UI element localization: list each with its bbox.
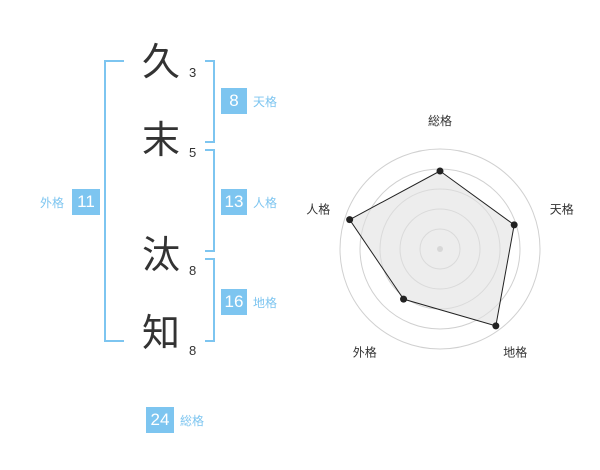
radar-point (436, 167, 444, 175)
gaikaku-label: 外格 (40, 196, 65, 210)
radar-axis-label: 人格 (306, 201, 330, 216)
jinkaku-label: 人格 (253, 196, 278, 210)
chikaku-value-badge: 16 (221, 289, 247, 315)
tenkaku-value-badge: 8 (221, 88, 247, 114)
radar-ring (339, 148, 541, 350)
chikaku-label: 地格 (253, 296, 278, 310)
tenkaku-bracket (205, 60, 215, 143)
radar-axis-label: 外格 (353, 345, 377, 360)
gaikaku-bracket (104, 60, 124, 342)
radar-polygon (348, 170, 515, 327)
soukaku-value-badge: 24 (146, 407, 174, 433)
name-char-3: 汰 (142, 233, 181, 277)
stroke-count-4: 8 (189, 343, 197, 358)
radar-axis-label: 地格 (503, 345, 527, 360)
radar-axis-label: 総格 (428, 113, 452, 128)
jinkaku-bracket (205, 149, 215, 252)
soukaku-label: 総格 (180, 414, 205, 428)
name-char-2: 末 (142, 118, 181, 162)
jinkaku-value-badge: 13 (221, 189, 247, 215)
stroke-count-1: 3 (189, 65, 197, 80)
name-char-4: 知 (142, 311, 181, 355)
stroke-count-2: 5 (189, 145, 197, 160)
radar-point (492, 322, 500, 330)
gaikaku-value-badge: 11 (72, 189, 100, 215)
radar-axis-label: 天格 (550, 201, 574, 216)
name-char-1: 久 (142, 40, 181, 84)
radar-point (346, 216, 354, 224)
radar-point (400, 295, 408, 303)
radar-point (510, 221, 518, 229)
stroke-count-3: 8 (189, 263, 197, 278)
chikaku-bracket (205, 258, 215, 342)
tenkaku-label: 天格 (253, 95, 278, 109)
